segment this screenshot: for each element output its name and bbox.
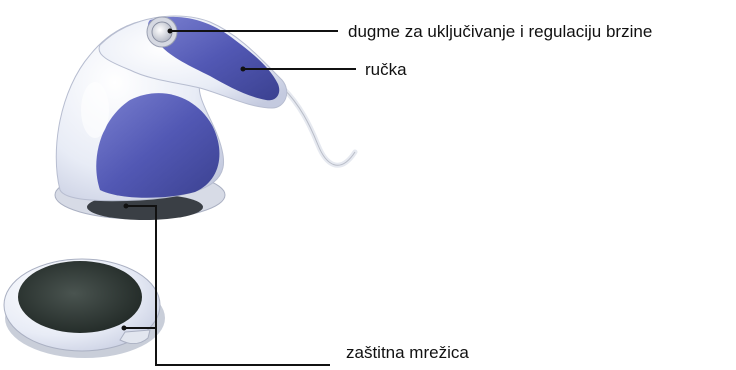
protective-mesh-label: zaštitna mrežica — [346, 343, 469, 362]
protective-mesh — [18, 261, 142, 333]
callout-protective-mesh: zaštitna mrežica — [122, 204, 470, 366]
power-cord — [283, 88, 355, 165]
massager-unit — [55, 16, 287, 220]
callout-power-button: dugme za uključivanje i regulaciju brzin… — [168, 22, 653, 41]
dome-highlight — [81, 82, 109, 138]
mesh-attachment — [4, 259, 165, 358]
handle-label: ručka — [365, 60, 407, 79]
power-button-label: dugme za uključivanje i regulaciju brzin… — [348, 22, 652, 41]
callout-line-mesh-top — [126, 206, 330, 365]
